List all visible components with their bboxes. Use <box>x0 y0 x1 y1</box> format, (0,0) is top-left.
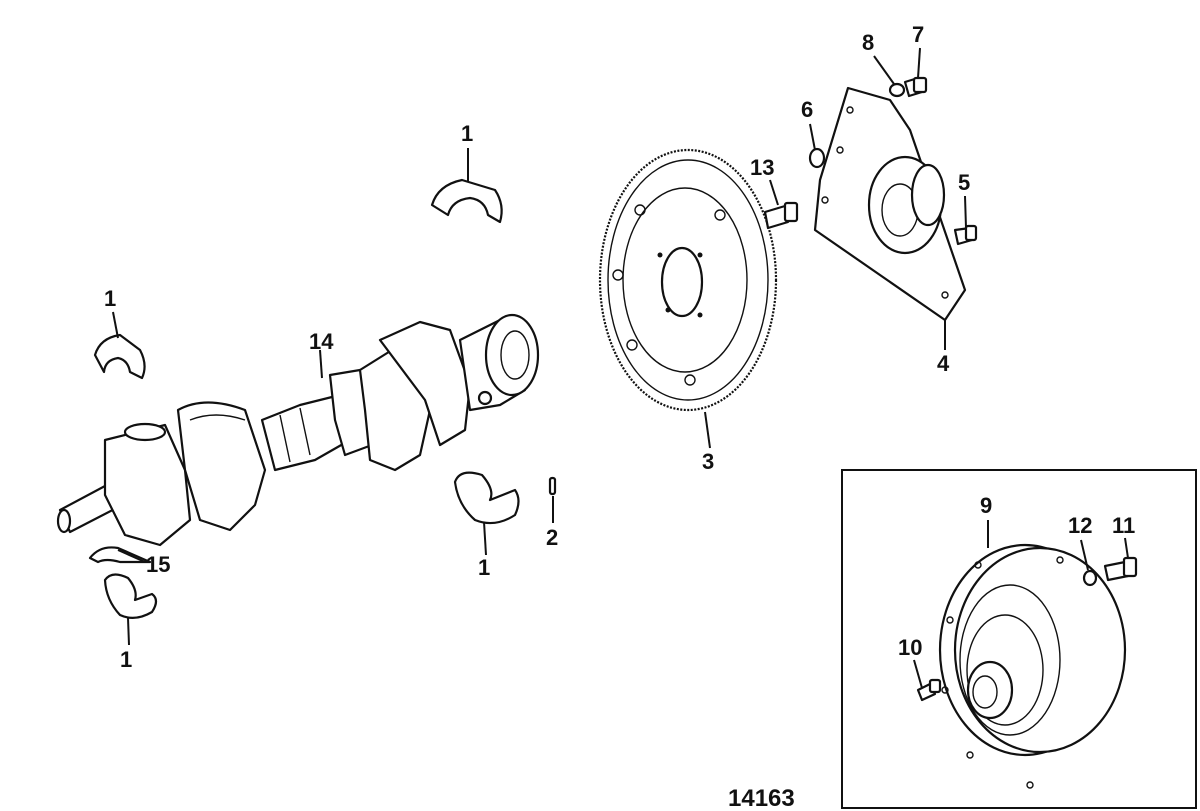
plate-bolt <box>903 76 928 98</box>
callout-coupler-washer: 12 <box>1068 513 1092 538</box>
figure-number: 14163 <box>728 785 795 811</box>
flywheel <box>598 148 778 412</box>
callout-plate-fitting: 5 <box>958 170 970 195</box>
dowel-pin <box>548 476 557 496</box>
callout-pin: 2 <box>546 525 558 550</box>
callout-bearing-left-upper: 1 <box>104 286 116 311</box>
callout-bearing-lower-left: 1 <box>120 647 132 672</box>
plate-plug <box>808 147 826 169</box>
callout-plate-bolt: 7 <box>912 22 924 47</box>
callout-coupler: 9 <box>980 493 992 518</box>
bearing-shell-upper-top <box>430 178 503 224</box>
bearing-shell-lower-mid <box>453 471 520 525</box>
coupler <box>938 543 1127 789</box>
bearing-shell-left-upper <box>93 333 146 380</box>
drive-plate <box>813 86 967 322</box>
callout-bearing-upper-top: 1 <box>461 121 473 146</box>
leader-lines <box>112 47 1129 689</box>
callout-crankshaft: 14 <box>309 329 334 354</box>
flywheel-bolt <box>763 201 799 230</box>
callout-thrust-bearing: 15 <box>146 552 170 577</box>
callout-plate-plug: 6 <box>801 97 813 122</box>
coupler-bolt <box>1103 556 1138 582</box>
callout-coupler-bolt: 11 <box>1112 513 1135 538</box>
callout-flywheel-bolt: 13 <box>750 155 774 180</box>
coupler-fitting <box>916 678 942 702</box>
callout-drive-plate: 4 <box>937 351 950 376</box>
callout-bearing-lower-mid: 1 <box>478 555 490 580</box>
callout-plate-washer: 8 <box>862 30 874 55</box>
callout-coupler-fitting: 10 <box>898 635 922 660</box>
crankshaft <box>56 313 540 547</box>
coupler-washer <box>1082 569 1098 587</box>
inset-frame <box>841 469 1197 809</box>
plate-fitting <box>953 224 978 246</box>
plate-washer <box>888 82 906 98</box>
callout-flywheel: 3 <box>702 449 714 474</box>
bearing-shell-lower-left <box>103 573 158 619</box>
